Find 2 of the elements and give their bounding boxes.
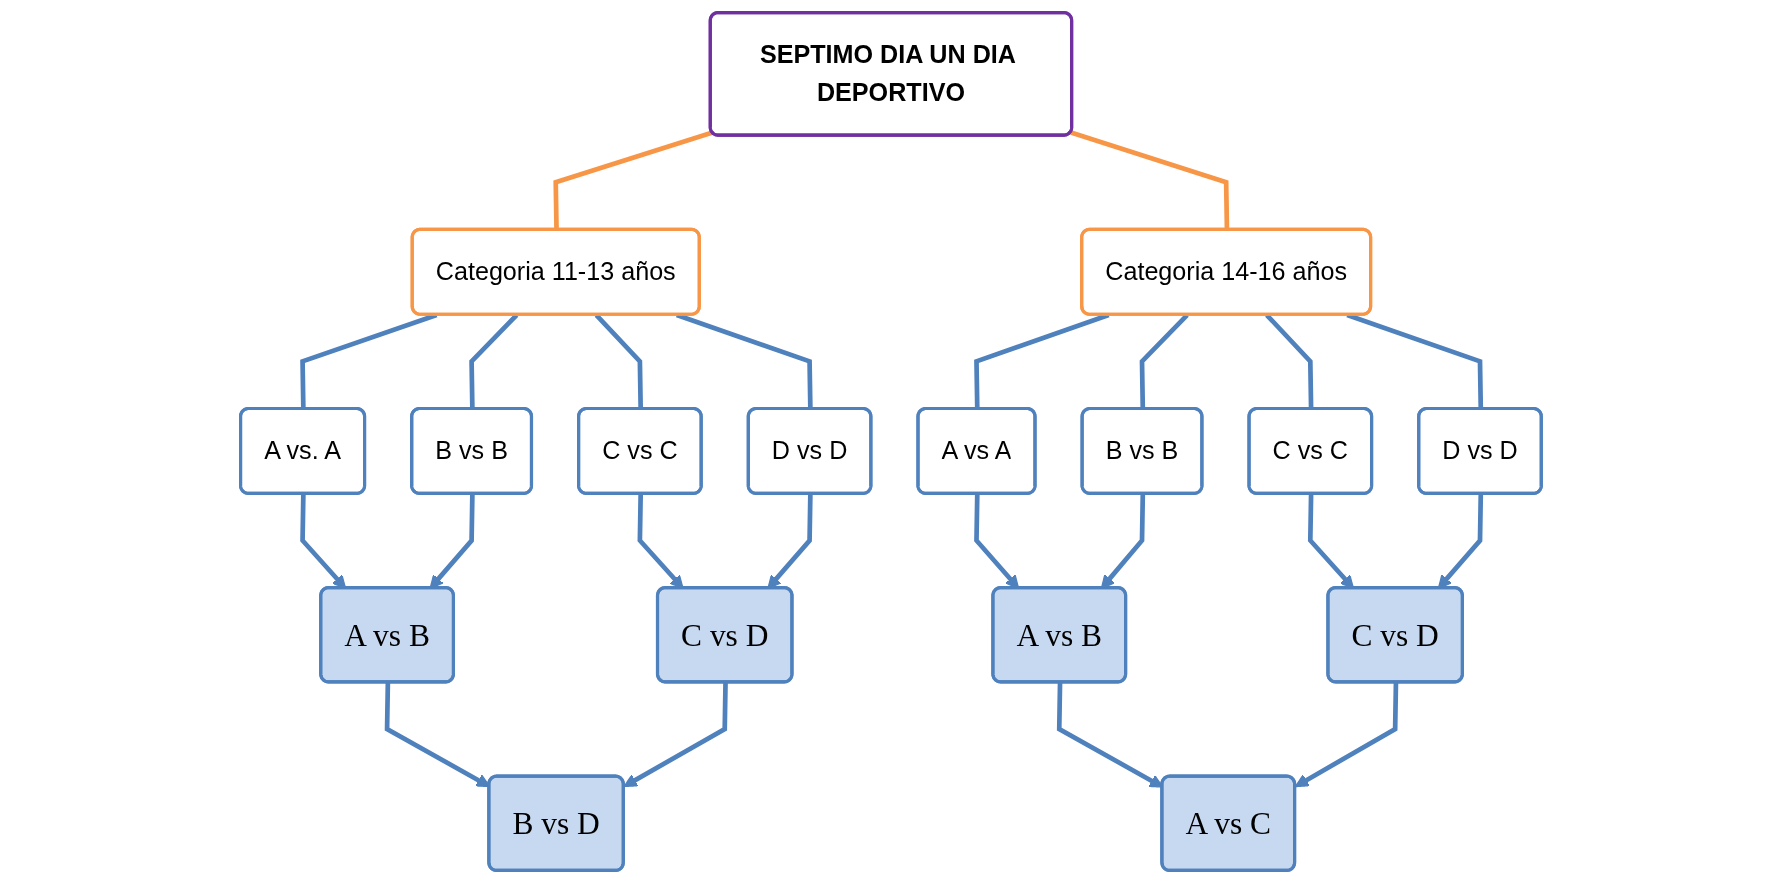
arrow [623, 682, 728, 788]
arrow [1294, 682, 1399, 788]
